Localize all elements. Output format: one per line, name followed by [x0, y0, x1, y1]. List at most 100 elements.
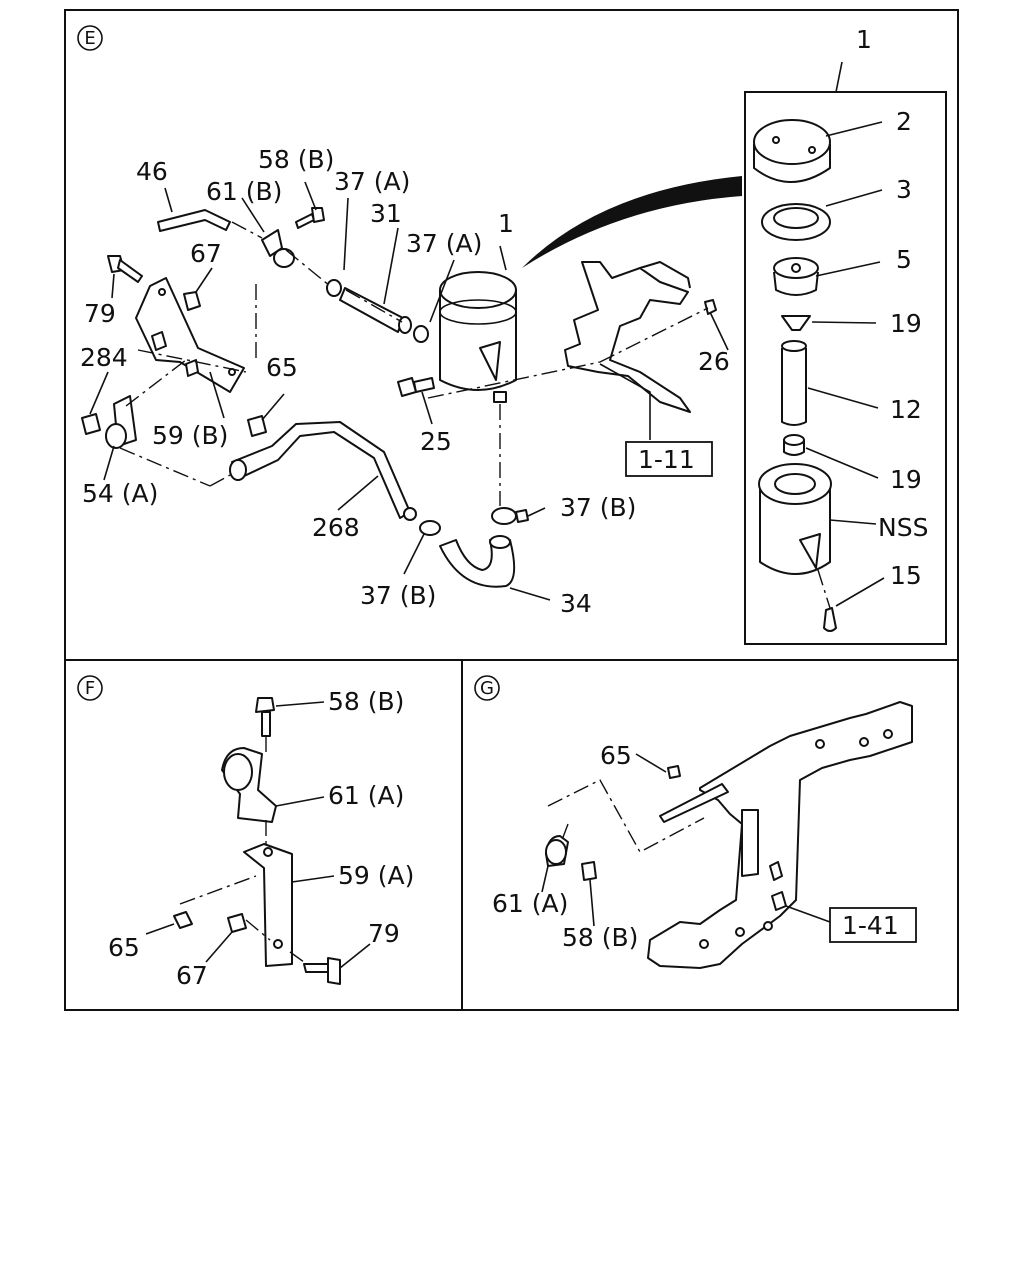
g-label-ref-1-41: 1-41 — [842, 911, 899, 940]
label-37a-1: 37 (A) — [334, 167, 410, 196]
hose-31-end — [398, 316, 412, 334]
reservoir-level-mark — [479, 341, 501, 381]
label-kit-19a: 19 — [890, 309, 922, 338]
nut-65 — [247, 415, 267, 437]
label-46: 46 — [136, 157, 168, 186]
label-kit-nss: NSS — [878, 513, 928, 542]
g-stud-65 — [667, 765, 681, 779]
label-54a: 54 (A) — [82, 479, 158, 508]
clamp-61b — [261, 229, 283, 257]
reservoir-band — [439, 299, 517, 325]
clamp-37b-1 — [419, 520, 441, 536]
f-nut-67 — [227, 913, 247, 933]
g-bolt-58b — [581, 861, 597, 881]
label-59b: 59 (B) — [152, 421, 228, 450]
label-kit-15: 15 — [890, 561, 922, 590]
f-bolt-58b-head — [255, 697, 275, 713]
svg-text:E: E — [84, 28, 95, 49]
label-1-reservoir: 1 — [498, 209, 514, 238]
label-kit-12: 12 — [890, 395, 922, 424]
f-label-59a: 59 (A) — [338, 861, 414, 890]
panel-e-drawing — [81, 61, 885, 632]
g-stud-1 — [769, 861, 783, 881]
bracket-59b-hole-1 — [158, 288, 166, 296]
assembly-lines — [119, 221, 709, 506]
kit-cone-19a — [781, 315, 811, 331]
bracket-1-11 — [564, 261, 691, 413]
hose-268-end — [229, 459, 247, 481]
stud-1 — [151, 331, 167, 351]
panel-e-tag: E — [77, 25, 103, 51]
f-bolt-58b-shank — [261, 711, 271, 737]
label-25: 25 — [420, 427, 452, 456]
kit-seal-3-inner — [773, 207, 819, 229]
nut-26 — [704, 299, 717, 315]
bolt-25-shank — [413, 377, 435, 393]
nut-67 — [183, 291, 201, 311]
f-label-61a: 61 (A) — [328, 781, 404, 810]
kit-tip-15 — [823, 607, 837, 632]
hose-268 — [231, 421, 411, 519]
hose-268-end-2 — [403, 507, 417, 521]
reservoir-cap — [439, 271, 517, 309]
f-label-79: 79 — [368, 919, 400, 948]
svg-text:F: F — [85, 678, 95, 699]
panel-f-drawing — [145, 697, 371, 985]
label-kit-2: 2 — [896, 107, 912, 136]
bolt-58b — [295, 213, 315, 229]
ref-box-1-41 — [829, 907, 917, 943]
label-31: 31 — [370, 199, 402, 228]
label-37a-2: 37 (A) — [406, 229, 482, 258]
g-plate — [741, 809, 759, 877]
g-label-65: 65 — [600, 741, 632, 770]
label-65: 65 — [266, 353, 298, 382]
nut-284 — [81, 413, 101, 435]
panel-f-tag: F — [77, 675, 103, 701]
kit-cage-5 — [773, 271, 819, 296]
g-label-61a: 61 (A) — [492, 889, 568, 918]
svg-text:G: G — [480, 678, 494, 699]
label-79: 79 — [84, 299, 116, 328]
panel-g-drawing — [541, 701, 913, 969]
f-clamp-61a-ring — [223, 753, 253, 791]
f-label-58b: 58 (B) — [328, 687, 404, 716]
f-leader-lines — [145, 701, 371, 969]
label-26: 26 — [698, 347, 730, 376]
bolt-79-shank — [117, 259, 143, 283]
clamp-37a-2 — [413, 325, 429, 343]
label-kit-5: 5 — [896, 245, 912, 274]
kit-cap-2-top — [753, 119, 831, 165]
kit-tube-12-top — [781, 340, 807, 352]
f-label-67: 67 — [176, 961, 208, 990]
bracket-59b — [135, 277, 245, 393]
kit-tube-12 — [781, 348, 807, 426]
f-bracket-59a — [243, 843, 293, 967]
clamp-37a-1 — [326, 279, 342, 297]
pipe-46 — [157, 209, 231, 232]
ref-box-1-11 — [625, 441, 713, 477]
g-assembly-lines — [547, 779, 705, 853]
g-arm — [659, 783, 729, 823]
label-ref-1-11: 1-11 — [638, 445, 695, 474]
hose-34-end — [489, 535, 511, 549]
label-34: 34 — [560, 589, 592, 618]
bracket-1-11-flange — [639, 261, 691, 289]
clamp-37b-2 — [491, 507, 517, 525]
f-assembly-lines — [179, 736, 305, 963]
kit-box — [744, 91, 947, 645]
kit-contents — [753, 119, 885, 632]
g-bracket-1-41 — [647, 701, 913, 969]
bolt-58b-head — [311, 207, 325, 223]
clamp-61b-ring — [273, 248, 295, 268]
reservoir-outlet — [493, 391, 507, 403]
f-bolt-79-head — [327, 957, 341, 985]
label-37b-2: 37 (B) — [360, 581, 436, 610]
f-nut-65 — [173, 911, 193, 929]
bolt-25-head — [397, 377, 417, 397]
kit-pointer — [522, 176, 742, 268]
panel-g-tag: G — [474, 675, 500, 701]
stud-2 — [185, 359, 199, 377]
panel-g-frame — [461, 659, 959, 1011]
label-37b-1: 37 (B) — [560, 493, 636, 522]
